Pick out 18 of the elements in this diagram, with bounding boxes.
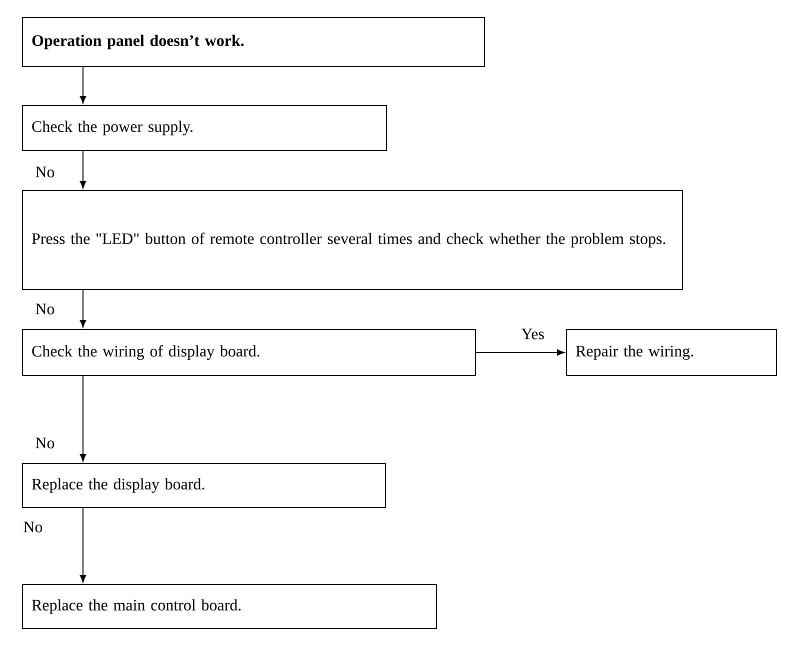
edge-label: No <box>36 438 54 448</box>
edge-label: Yes <box>521 328 544 340</box>
arrow <box>80 66 86 104</box>
process-box: Replace the main control board. <box>22 584 437 629</box>
arrow <box>80 376 86 462</box>
edge-label: No <box>36 166 54 178</box>
edge-label: No <box>36 304 54 314</box>
process-box: Check the wiring of display board. <box>22 329 476 376</box>
process-box: Check the power supply. <box>22 105 387 151</box>
process-box: Operation panel doesn’t work. <box>22 17 485 67</box>
arrow <box>80 150 86 188</box>
process-box: Press the "LED" button of remote controller several times and check whether the problem stops. <box>22 190 683 290</box>
arrow <box>80 508 86 583</box>
edge-label: No <box>24 522 42 532</box>
arrow <box>476 349 565 356</box>
arrow <box>80 290 86 328</box>
process-box: Repair the wiring. <box>566 329 777 376</box>
process-box: Replace the display board. <box>22 463 386 508</box>
